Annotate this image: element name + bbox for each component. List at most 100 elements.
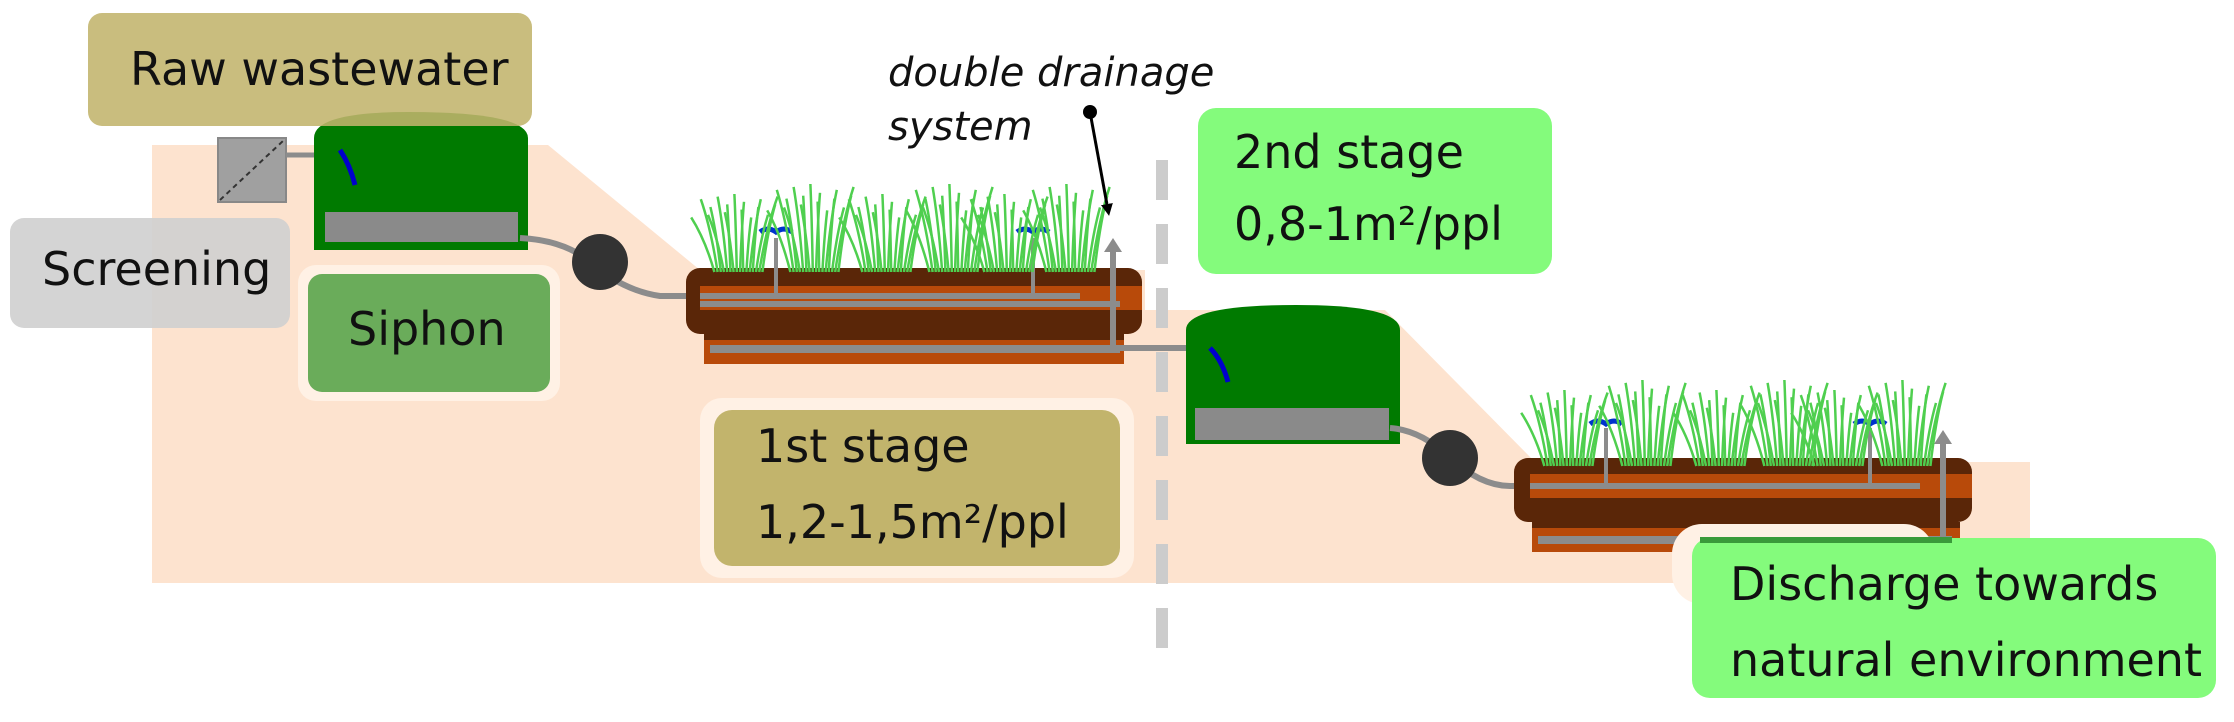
reed-blade [1833,389,1839,467]
raw-wastewater-box [88,13,532,126]
reed-blade [1553,407,1565,467]
reed-blade [1739,392,1761,467]
reed-blade [1722,405,1727,467]
reed-blade [716,196,729,273]
stage2-title: 2nd stage [1234,125,1464,179]
reed-blade [1055,204,1067,273]
reed-blade [1010,209,1015,273]
reed-blade [1022,209,1048,273]
reed-blade [905,209,931,273]
reed-blade [914,189,934,273]
reed-blade [809,183,815,273]
reed-blade [1688,409,1708,467]
reed-blade [1922,402,1938,467]
reed-blade [969,198,989,273]
reed-blade [1874,402,1894,467]
annotation-arrow [1088,111,1113,216]
reed-blade [938,204,950,273]
transfer-pipe [1110,345,1206,351]
reed-blade [1858,405,1884,467]
reed-blade [1851,402,1860,467]
reed-blade [751,206,760,273]
reed-blade [1065,183,1071,273]
reed-blade [1715,389,1721,467]
siphon-tank-1 [314,112,528,250]
discharge-label-line1: Discharge towards [1730,557,2158,611]
reed-blade [1857,392,1879,467]
reed-blade [1736,409,1752,467]
reed-blade [960,216,986,273]
reed-blade [1749,385,1769,467]
discharge-label-line2: natural environment [1730,633,2202,687]
reed-blade [699,198,719,273]
reed-blade [816,201,821,273]
reed-blade [830,207,846,273]
reed-blade [1705,407,1717,467]
reed-blade [1929,391,1945,467]
reed-blade [881,193,887,273]
screening-label: Screening [42,242,271,296]
reed-blade [1790,412,1816,467]
reed-blade [1027,196,1049,273]
reed-blade [1662,402,1678,467]
reed-blade [1766,382,1779,467]
reed-blade [1659,394,1668,467]
siphon-box [308,274,550,392]
reed-blade [931,186,944,273]
reed-blade [740,209,745,273]
reed-blade [921,207,941,273]
reed-blade [1631,399,1643,467]
reed-blade [1546,392,1559,467]
reed-blade [1925,382,1947,467]
reed-blade [1015,217,1023,273]
reed-blade [1681,394,1701,467]
reed-blade [690,216,716,273]
screening-box [10,218,290,328]
reed-blade [1740,405,1766,467]
reed-blade [1727,412,1735,467]
reed-blade [1773,399,1785,467]
reed-blade [792,186,805,273]
reed-blade [1840,405,1845,467]
reed-blade [1845,412,1853,467]
reed-blade [1077,210,1085,273]
reed-blade [1816,392,1829,467]
reed-blade [1641,379,1647,467]
reed-blade [757,196,779,273]
reed-blade [1653,405,1661,467]
reed-blade [1563,389,1569,467]
reed-blade [1790,397,1795,467]
stage2-area: 0,8-1m²/ppl [1234,197,1503,251]
reed-blade [1884,382,1897,467]
reed-blade [1093,195,1109,273]
reed-blade [1913,405,1921,467]
reed-blade [1854,409,1870,467]
reed-blade [1083,198,1092,273]
reed-blade [1783,379,1789,467]
reed-blade [1529,394,1549,467]
reeds-stage-2 [1520,379,1947,467]
reed-blade [1086,207,1102,273]
reed-blade [761,204,777,273]
reed-blade [1536,409,1556,467]
reed-blade [1795,405,1803,467]
reed-blade [1823,407,1835,467]
double-drainage-label-line2: system [888,104,1033,150]
reeds-stage-1 [690,183,1111,273]
reed-blade [1575,412,1583,467]
reed-blade [1867,385,1887,467]
reed-blade [948,183,954,273]
reed-blade [1756,402,1776,467]
reed-blade [733,193,739,273]
reed-blade [1733,402,1742,467]
reed-blade [745,217,753,273]
reed-blade [1072,201,1077,273]
reed-blade [1698,392,1711,467]
reed-blade [1584,409,1600,467]
reed-blade [775,189,795,273]
reed-blade [782,207,802,273]
raw-wastewater-label: Raw wastewater [130,42,509,96]
reed-blade [1021,206,1030,273]
